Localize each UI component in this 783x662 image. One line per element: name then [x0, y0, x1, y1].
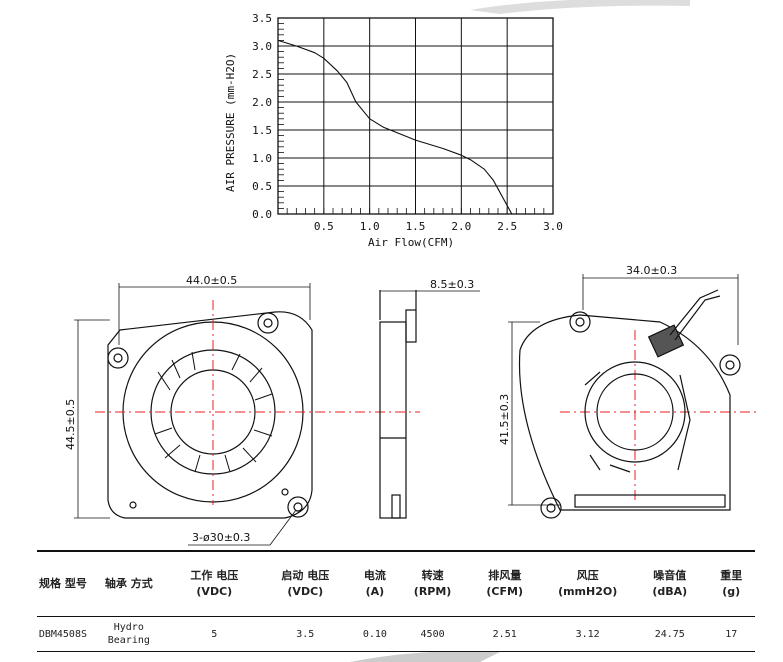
- pq-curve-line: [277, 39, 513, 215]
- table-cell: 17: [707, 616, 755, 652]
- table-header-row: 规格 型号轴承 方式工作 电压 (VDC)启动 电压 (VDC)电流 (A)转速…: [37, 550, 755, 617]
- impeller-blades-icon: [154, 351, 273, 473]
- back-width-dimension: 34.0±0.3: [626, 264, 677, 277]
- x-tick-label: 2.0: [451, 220, 471, 233]
- x-tick-label: 1.0: [360, 220, 380, 233]
- column-header: 电流 (A): [350, 550, 399, 617]
- column-header: 规格 型号: [37, 550, 89, 617]
- pq-chart: 0.5 1.0 1.5 2.0 2.5 3.0 0.0 0.5 1.0 1.5 2.0 2.5 3.0 3…: [252, 12, 563, 233]
- column-header: 排风量 (CFM): [466, 550, 544, 617]
- back-view: [518, 289, 741, 519]
- thickness-dimension: 8.5±0.3: [430, 278, 474, 291]
- table-cell: 0.10: [350, 616, 399, 652]
- column-header: 转速 (RPM): [399, 550, 467, 617]
- front-view: [107, 311, 313, 519]
- column-header: 轴承 方式: [88, 550, 169, 617]
- y-tick-label: 2.0: [252, 96, 272, 109]
- y-tick-label: 0.5: [252, 180, 272, 193]
- y-tick-label: 0.0: [252, 208, 272, 221]
- table-cell: DBM4508S: [37, 616, 89, 652]
- table-cell: 3.12: [543, 616, 633, 652]
- chart-x-label: Air Flow(CFM): [368, 236, 454, 249]
- dimension-lines: [74, 274, 739, 546]
- table-cell: 5: [168, 616, 260, 652]
- y-tick-label: 1.0: [252, 152, 272, 165]
- centerlines: [95, 300, 760, 505]
- holes-dimension: 3-ø30±0.3: [192, 531, 250, 544]
- column-header: 风压 (mmH2O): [543, 550, 633, 617]
- back-height-dimension: 41.5±0.3: [498, 394, 511, 445]
- x-tick-label: 2.5: [497, 220, 517, 233]
- chart-y-label: AIR PRESSURE (mm-H2O): [224, 53, 237, 192]
- x-tick-label: 1.5: [406, 220, 426, 233]
- column-header: 重里 (g): [707, 550, 755, 617]
- column-header: 工作 电压 (VDC): [168, 550, 260, 617]
- table-cell: 24.75: [632, 616, 708, 652]
- side-view: [379, 290, 417, 519]
- y-tick-label: 2.5: [252, 68, 272, 81]
- watermark-top: [470, 0, 690, 14]
- column-header: 启动 电压 (VDC): [259, 550, 351, 617]
- watermark-bottom: [350, 651, 500, 662]
- table-cell: 4500: [399, 616, 467, 652]
- front-height-dimension: 44.5±0.5: [64, 399, 77, 450]
- table-cell: 2.51: [466, 616, 544, 652]
- x-tick-label: 0.5: [314, 220, 334, 233]
- x-tick-label: 3.0: [543, 220, 563, 233]
- spec-table: 规格 型号轴承 方式工作 电压 (VDC)启动 电压 (VDC)电流 (A)转速…: [37, 550, 755, 652]
- y-tick-label: 1.5: [252, 124, 272, 137]
- front-width-dimension: 44.0±0.5: [186, 274, 237, 287]
- y-tick-label: 3.0: [252, 40, 272, 53]
- table-cell: Hydro Bearing: [88, 616, 169, 652]
- column-header: 噪音值 (dBA): [632, 550, 708, 617]
- table-cell: 3.5: [259, 616, 351, 652]
- y-tick-label: 3.5: [252, 12, 272, 25]
